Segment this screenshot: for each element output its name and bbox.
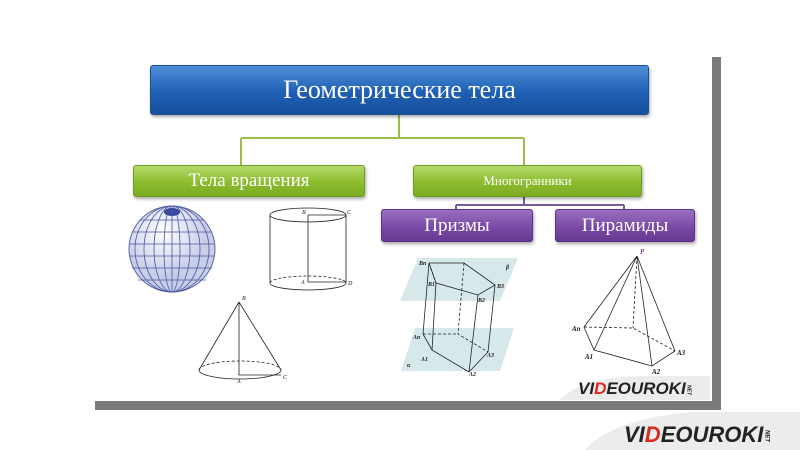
polyhedra-connectors <box>455 195 625 209</box>
cone-label-c: C <box>283 375 288 381</box>
prism-label-an: An <box>412 335 421 341</box>
prism-label-b2: B2 <box>477 298 485 304</box>
title-box: Геометрические тела <box>150 65 649 115</box>
prism-figure: Bn B1 B2 B3 β An A1 A2 A3 α <box>400 258 518 378</box>
cyl-label-a: A <box>300 280 305 286</box>
pyr-label-a3: A3 <box>676 349 686 357</box>
cyl-label-b: B <box>302 210 306 216</box>
prism-label-a1: A1 <box>420 357 428 363</box>
sphere-figure <box>128 205 216 293</box>
pyr-label-an: An <box>571 325 581 333</box>
prism-label-a2: A2 <box>468 372 476 378</box>
cone-figure <box>198 301 282 380</box>
prisms-box: Призмы <box>381 209 533 242</box>
slide-shadow-bottom <box>95 401 721 410</box>
pyr-label-p: P <box>640 248 645 256</box>
tree-connectors <box>240 113 525 165</box>
pyramids-box: Пирамиды <box>555 209 695 242</box>
prism-label-a3: A3 <box>486 353 494 359</box>
prism-label-alpha: α <box>407 363 411 369</box>
cone-label-a: A <box>236 379 241 385</box>
polyhedra-box: Многогранники <box>413 165 642 197</box>
prism-label-b3: B3 <box>496 284 504 290</box>
prism-label-beta: β <box>505 265 510 271</box>
outer-logo-swoosh <box>585 412 800 450</box>
inner-logo: VIDEOUROKINET <box>578 379 692 398</box>
inner-logo-swoosh <box>560 376 710 400</box>
slide-shadow-right <box>712 57 721 409</box>
pyr-label-a2: A2 <box>651 368 661 376</box>
outer-logo: VIDEOUROKINET <box>624 422 770 447</box>
cyl-label-d: D <box>347 281 353 287</box>
pyramid-figure: P An A1 A2 A3 <box>571 248 686 376</box>
cone-label-b: B <box>242 296 246 302</box>
prism-label-bn: Bn <box>418 261 427 267</box>
cylinder-figure <box>269 207 347 291</box>
rotation-bodies-box: Тела вращения <box>133 165 365 197</box>
prism-label-b1: B1 <box>427 282 435 288</box>
cyl-label-c: C <box>347 210 352 216</box>
pyr-label-a1: A1 <box>584 353 593 361</box>
